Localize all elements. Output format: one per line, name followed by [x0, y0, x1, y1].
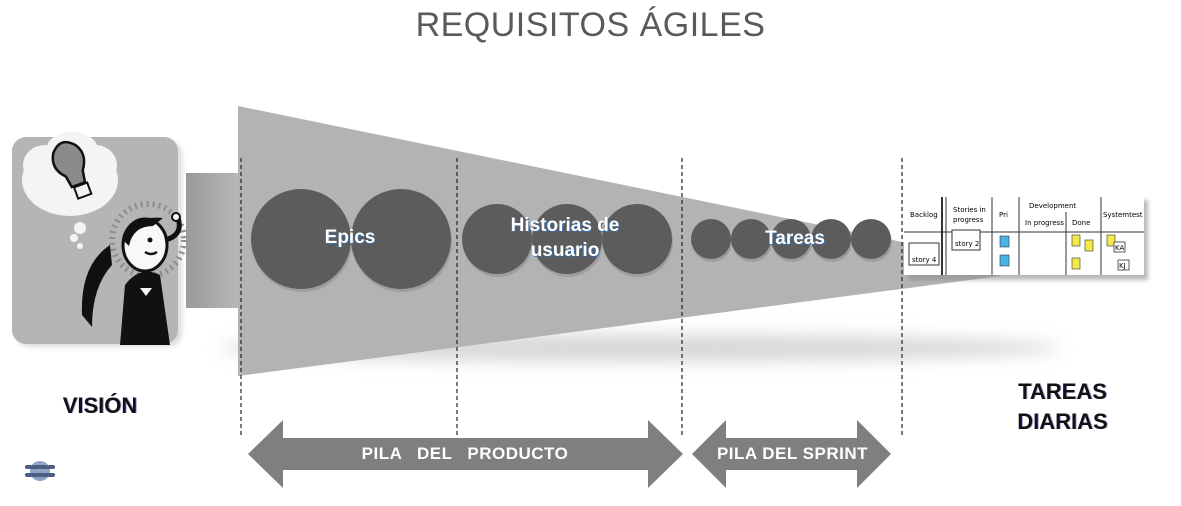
stage-circle — [351, 189, 451, 289]
sticky-note — [1084, 239, 1094, 252]
kanban-col-development: Development — [1029, 202, 1076, 210]
kanban-card — [951, 229, 981, 251]
kanban-col-pri: Pri — [999, 211, 1008, 219]
tag-kj — [1117, 259, 1130, 271]
logo-icon — [25, 461, 56, 481]
stage-circle — [462, 204, 532, 274]
sticky-note — [1071, 234, 1081, 247]
sprint-backlog-label: PILA DEL SPRINT — [716, 444, 869, 463]
vision-connector — [186, 173, 240, 308]
kanban-board-image: Backlog Stories in progress Pri Developm… — [904, 195, 1148, 280]
product-backlog-arrow — [248, 420, 683, 488]
user-stories-line2: usuario — [530, 240, 600, 261]
daily-tasks-line2: DIARIAS — [1017, 409, 1108, 434]
tag-kj-text: KJ — [1119, 262, 1126, 270]
stage-circle — [731, 219, 771, 259]
sticky-note — [1106, 234, 1116, 247]
user-stories-label: Historias de usuario — [490, 213, 640, 263]
stage-circles — [251, 189, 892, 292]
kanban-subcol-in-progress: In progress — [1025, 219, 1064, 227]
woman-figure — [81, 212, 182, 345]
daily-tasks-line1: TAREAS — [1018, 379, 1107, 404]
sticky-note — [999, 254, 1010, 267]
vision-label: VISIÓN — [62, 393, 138, 418]
epics-label: Epics — [324, 227, 376, 248]
lightbulb-icon — [51, 140, 93, 200]
stage-circle — [532, 204, 602, 274]
tag-ka — [1113, 241, 1126, 253]
sticky-note — [1071, 257, 1081, 270]
stage-circle — [251, 189, 351, 289]
stage-circle — [851, 219, 891, 259]
stage-dividers — [240, 158, 903, 438]
sprint-backlog-arrow — [692, 420, 891, 488]
kanban-subcol-done: Done — [1072, 219, 1090, 227]
kanban-card-text: story 2 — [955, 240, 979, 248]
vision-illustration — [12, 132, 187, 347]
daily-tasks-label: TAREAS DIARIAS — [990, 377, 1135, 437]
stage-circle — [691, 219, 731, 259]
kanban-card-text: story 4 — [912, 256, 937, 264]
tasks-label: Tareas — [765, 228, 825, 249]
stage-circle — [771, 219, 811, 259]
kanban-col-stories: Stories in — [953, 206, 986, 214]
product-backlog-label: PILA DEL PRODUCTO — [361, 444, 569, 463]
stage-circle — [602, 204, 672, 274]
kanban-col-backlog: Backlog — [910, 211, 938, 219]
stage-circle — [811, 219, 851, 259]
user-stories-line1: Historias de — [510, 215, 620, 236]
kanban-col-systemtest: Systemtest — [1103, 211, 1143, 219]
sticky-note — [999, 235, 1010, 248]
kanban-card — [908, 242, 940, 266]
page-title: REQUISITOS ÁGILES — [415, 6, 766, 44]
tag-ka-text: KA — [1115, 244, 1124, 252]
kanban-col-stories-2: progress — [953, 216, 984, 224]
